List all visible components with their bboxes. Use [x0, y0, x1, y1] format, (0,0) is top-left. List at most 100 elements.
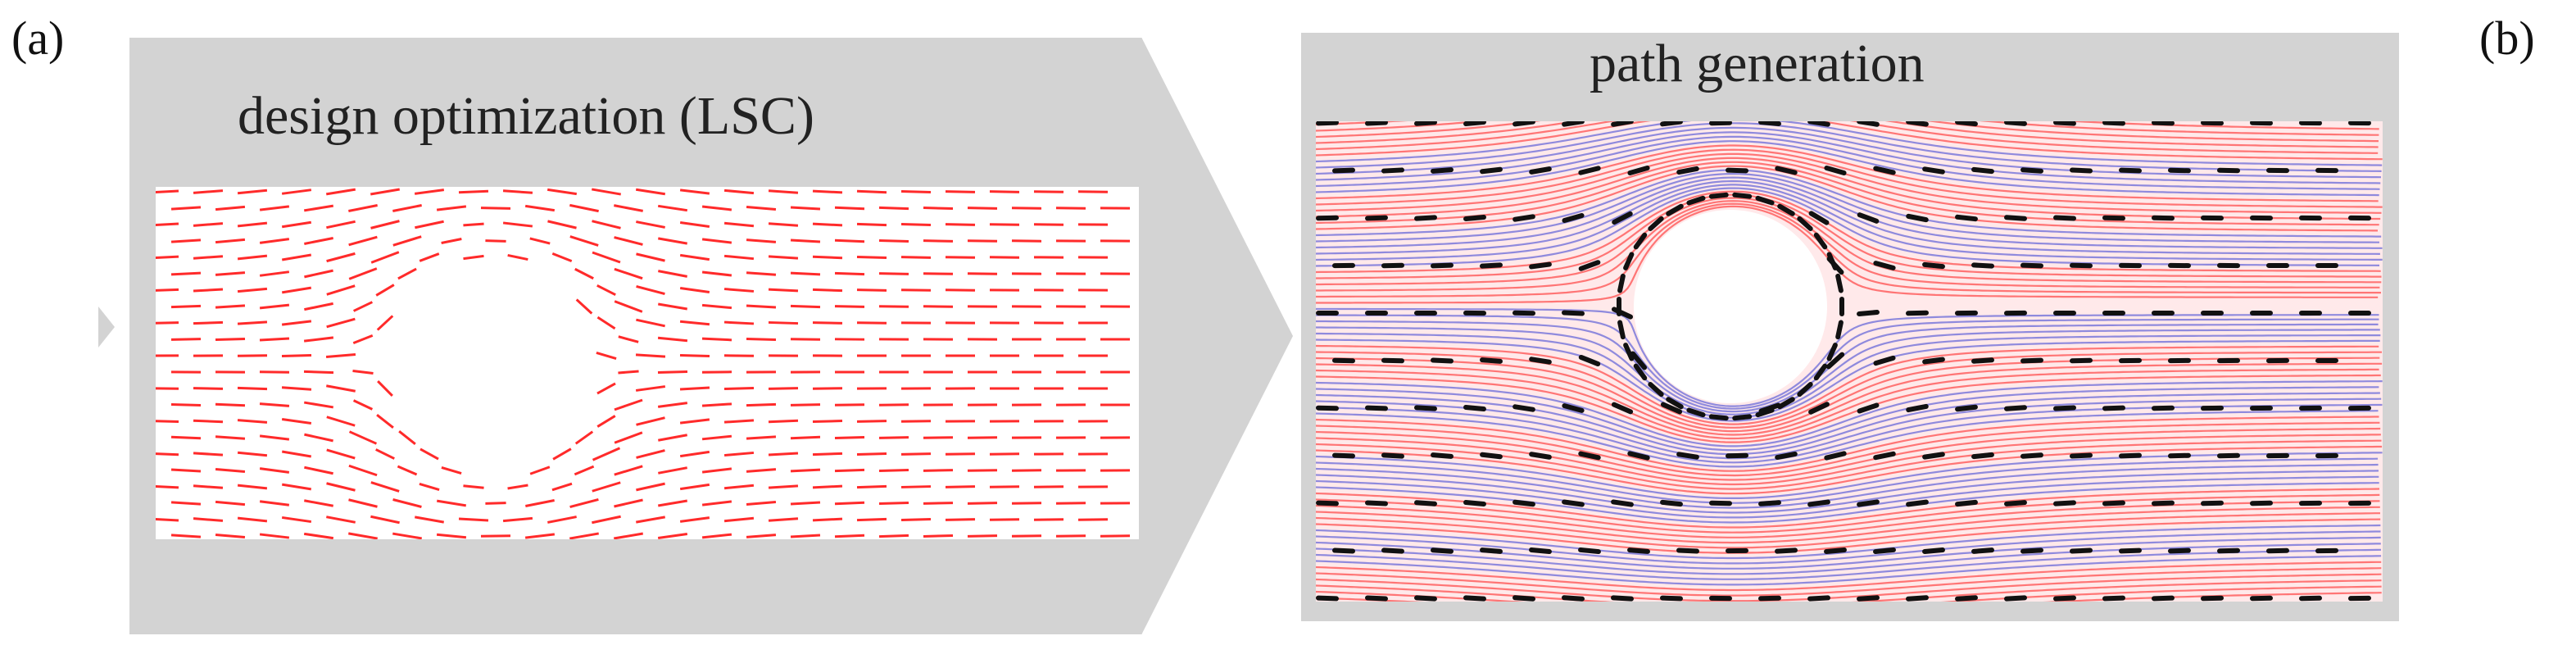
seed-marker: [1755, 195, 1775, 206]
fiber-dash: [303, 532, 334, 539]
fiber-dash: [392, 204, 422, 212]
fiber-dash: [326, 448, 356, 460]
seed-marker: [2070, 452, 2093, 459]
fiber-dash: [614, 204, 643, 212]
fiber-dash: [463, 484, 484, 489]
seed-marker: [2201, 500, 2224, 506]
seed-marker: [1758, 402, 1781, 414]
design-optimization-title: design optimization (LSC): [238, 86, 814, 146]
streamline-path: [1316, 482, 2379, 524]
fiber-dash: [574, 267, 594, 280]
seed-marker: [1824, 165, 1847, 176]
seed-marker: [2168, 167, 2191, 174]
seed-marker: [1529, 166, 1552, 175]
seed-marker: [2102, 405, 2125, 411]
hole: [397, 272, 583, 459]
fiber-dash: [170, 468, 202, 473]
seed-marker: [1922, 452, 1945, 460]
fiber-dash: [989, 485, 1020, 488]
fiber-dash: [193, 189, 224, 194]
fiber-dash: [420, 447, 439, 461]
fiber-dash: [398, 429, 416, 446]
fiber-dash: [326, 416, 356, 427]
fiber-dash: [657, 204, 688, 212]
fiber-dash: [507, 253, 528, 261]
fiber-dash: [237, 484, 268, 490]
seed-marker: [2004, 500, 2027, 506]
seed-marker: [1857, 595, 1880, 602]
streamline-path: [1316, 512, 2380, 549]
streamline-path: [1316, 445, 2383, 495]
fiber-dash: [923, 534, 954, 538]
fiber-dash: [636, 220, 665, 229]
fiber-dash: [370, 481, 400, 493]
fiber-dash: [569, 203, 599, 213]
fiber-dash: [790, 501, 821, 506]
seed-marker: [1617, 273, 1626, 293]
streamline-path: [1316, 205, 2379, 304]
seed-marker: [1922, 357, 1945, 365]
fiber-dash: [723, 484, 755, 490]
fiber-dash: [348, 235, 378, 247]
fiber-dash: [303, 204, 334, 212]
fiber-dash: [237, 189, 268, 195]
fiber-dash: [834, 271, 865, 276]
hole: [1634, 210, 1827, 403]
fiber-dash: [701, 303, 732, 310]
streamline-path: [1316, 307, 2379, 407]
fiber-dash: [812, 321, 843, 325]
fiber-dash: [945, 190, 976, 193]
fiber-dash: [304, 237, 333, 245]
streamline-path: [1316, 548, 2382, 580]
fiber-dash: [237, 320, 268, 325]
fiber-dash: [679, 386, 710, 391]
seed-marker: [1480, 547, 1503, 554]
fiber-dash: [723, 288, 755, 293]
seed-marker: [1512, 499, 1535, 507]
fiber-dash: [746, 238, 777, 243]
seed-marker: [1578, 547, 1601, 555]
seed-marker: [2020, 547, 2043, 554]
seed-marker: [1611, 595, 1634, 602]
fiber-dash: [923, 239, 954, 243]
fiber-dash: [525, 499, 555, 507]
fiber-dash: [237, 254, 268, 261]
seed-marker: [1512, 404, 1535, 412]
streamline-path: [1316, 475, 2379, 519]
seed-marker: [1857, 121, 1880, 127]
fiber-dash: [900, 189, 932, 194]
fiber-dash: [790, 238, 821, 243]
fiber-dash: [325, 353, 356, 358]
fiber-dash: [967, 207, 998, 210]
fiber-dash: [485, 239, 506, 243]
seed-marker: [2053, 595, 2076, 602]
fiber-dash: [348, 204, 378, 212]
fiber-dash: [281, 189, 312, 195]
fiber-dash: [326, 516, 356, 524]
fiber-dash: [878, 206, 909, 211]
panel-b-label: (b): [2479, 11, 2535, 65]
fiber-dash: [790, 338, 821, 341]
fiber-dash: [376, 414, 394, 429]
fiber-dash: [723, 320, 755, 325]
fiber-dash: [215, 304, 246, 309]
fiber-dash: [679, 253, 710, 261]
fiber-dash: [156, 420, 179, 424]
fiber-dash: [259, 434, 290, 441]
fiber-dash: [746, 534, 777, 538]
fiber-dash: [923, 469, 954, 472]
seed-marker: [2217, 547, 2240, 554]
seed-marker: [1365, 121, 1388, 126]
fiber-dash: [636, 318, 665, 328]
fiber-dash: [370, 515, 400, 525]
fiber-dash: [1011, 502, 1042, 505]
fiber-dash: [834, 403, 865, 407]
fiber-dash: [259, 205, 290, 211]
streamline-path: [1316, 338, 2380, 422]
fiber-dash: [463, 254, 484, 261]
fiber-dash: [701, 467, 732, 474]
fiber-dash: [326, 482, 356, 492]
seed-marker: [1316, 121, 1339, 126]
seed-marker: [1633, 232, 1648, 250]
seed-marker: [1617, 320, 1626, 340]
